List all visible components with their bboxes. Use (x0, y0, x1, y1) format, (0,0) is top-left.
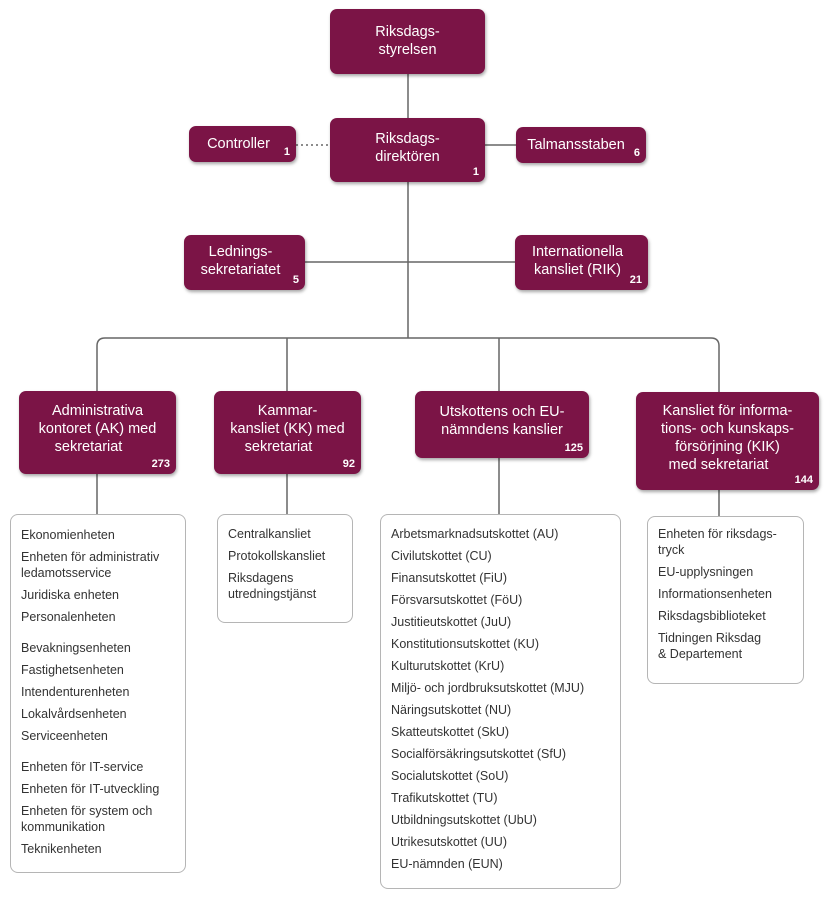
list-item: Bevakningsenheten (21, 641, 131, 655)
list-item: Ekonomienheten (21, 528, 115, 542)
list-item: & Departement (658, 647, 743, 661)
staff-count: 21 (629, 274, 642, 286)
list-item: Socialförsäkringsutskottet (SfU) (391, 747, 567, 761)
node-administrativa-kontoret: Administrativa kontoret (AK) med sekreta… (19, 391, 176, 474)
node-label: kansliet (KK) med (230, 421, 345, 437)
list-item: Finansutskottet (FiU) (391, 571, 508, 585)
node-utskottens-kanslier: Utskottens och EU- nämndens kanslier 125 (415, 391, 589, 458)
list-item: Näringsutskottet (NU) (391, 703, 512, 717)
list-kik-units: Enheten för riksdags- tryck EU-upplysnin… (647, 516, 804, 684)
node-talmansstaben: Talmansstaben 6 (516, 127, 646, 163)
list-item: Enheten för IT-service (21, 760, 144, 774)
list-item: Trafikutskottet (TU) (391, 791, 498, 805)
list-item: tryck (658, 543, 685, 557)
staff-count: 6 (633, 147, 640, 159)
node-internationella-kansliet: Internationella kansliet (RIK) 21 (515, 235, 648, 290)
list-item: Serviceenheten (21, 729, 108, 743)
list-item: Personalenheten (21, 610, 116, 624)
node-label: med sekretariat (668, 457, 769, 473)
node-label: Kansliet för informa- (662, 403, 793, 419)
list-item: Arbetsmarknadsutskottet (AU) (391, 527, 559, 541)
staff-count: 144 (794, 474, 813, 486)
node-label: Utskottens och EU- (439, 404, 565, 420)
node-kansliet-information: Kansliet för informa- tions- och kunskap… (636, 392, 819, 490)
node-label: Lednings- (208, 244, 273, 260)
node-label: Administrativa (51, 403, 144, 419)
list-item: Informationsenheten (658, 587, 772, 601)
node-ledningssekretariatet: Lednings- sekretariatet 5 (184, 235, 305, 290)
node-label: Talmansstaben (527, 137, 625, 153)
node-controller: Controller 1 (189, 126, 296, 162)
list-item: Juridiska enheten (21, 588, 119, 602)
staff-count: 273 (151, 458, 170, 470)
node-riksdagsstyrelsen: Riksdags- styrelsen (330, 9, 485, 74)
list-item: Protokollskansliet (228, 549, 326, 563)
list-item: Konstitutionsutskottet (KU) (391, 637, 539, 651)
list-item: Intendenturenheten (21, 685, 130, 699)
list-item: Skatteutskottet (SkU) (391, 725, 510, 739)
node-label: nämndens kanslier (441, 422, 563, 438)
node-label: kontoret (AK) med (38, 421, 157, 437)
list-item: Fastighetsenheten (21, 663, 124, 677)
list-item: Tidningen Riksdag (658, 631, 762, 645)
node-label: direktören (375, 149, 440, 165)
list-item: Utbildningsutskottet (UbU) (391, 813, 537, 827)
list-item: Riksdagsbiblioteket (658, 609, 766, 623)
list-item: Lokalvårdsenheten (21, 707, 127, 721)
list-item: ledamotsservice (21, 566, 112, 580)
node-label: Kammar- (257, 403, 318, 419)
list-item: Civilutskottet (CU) (391, 549, 492, 563)
list-item: Enheten för administrativ (21, 550, 160, 564)
list-item: Riksdagens (228, 571, 294, 585)
staff-count: 1 (283, 146, 290, 158)
node-label: försörjning (KIK) (675, 439, 780, 455)
staff-count: 5 (292, 274, 299, 286)
node-label: tions- och kunskaps- (661, 421, 794, 437)
node-kammarkansliet: Kammar- kansliet (KK) med sekretariat 92 (214, 391, 361, 474)
list-item: Försvarsutskottet (FöU) (391, 593, 523, 607)
node-riksdagsdirektoren: Riksdags- direktören 1 (330, 118, 485, 182)
node-label: Riksdags- (375, 131, 440, 147)
staff-count: 1 (472, 166, 479, 178)
node-label: Controller (207, 136, 270, 152)
list-item: kommunikation (21, 820, 106, 834)
list-item: Enheten för IT-utveckling (21, 782, 160, 796)
node-label: kansliet (RIK) (533, 262, 622, 278)
list-item: Enheten för riksdags- (658, 527, 777, 541)
list-utskott-units: Arbetsmarknadsutskottet (AU) Civilutskot… (380, 514, 621, 889)
node-label: sekretariatet (200, 262, 281, 278)
list-item: Miljö- och jordbruksutskottet (MJU) (391, 681, 585, 695)
list-item: Utrikesutskottet (UU) (391, 835, 507, 849)
list-item: Socialutskottet (SoU) (391, 769, 509, 783)
list-item: Centralkansliet (228, 527, 311, 541)
line-bottom-bus (96, 337, 720, 392)
list-item: Enheten för system och (21, 804, 153, 818)
node-label: sekretariat (54, 439, 123, 455)
staff-count: 92 (342, 458, 355, 470)
list-item: Kulturutskottet (KrU) (391, 659, 505, 673)
list-ak-units: Ekonomienheten Enheten för administrativ… (10, 514, 186, 873)
list-kk-units: Centralkansliet Protokollskansliet Riksd… (217, 514, 353, 623)
node-label: Internationella (531, 244, 624, 260)
list-item: Teknikenheten (21, 842, 102, 856)
list-item: utredningstjänst (228, 587, 317, 601)
node-label: Riksdags- (375, 24, 440, 40)
node-label: styrelsen (378, 42, 437, 58)
staff-count: 125 (564, 442, 583, 454)
list-item: Justitieutskottet (JuU) (391, 615, 512, 629)
node-label: sekretariat (244, 439, 313, 455)
list-item: EU-upplysningen (658, 565, 754, 579)
list-item: EU-nämnden (EUN) (391, 857, 503, 871)
